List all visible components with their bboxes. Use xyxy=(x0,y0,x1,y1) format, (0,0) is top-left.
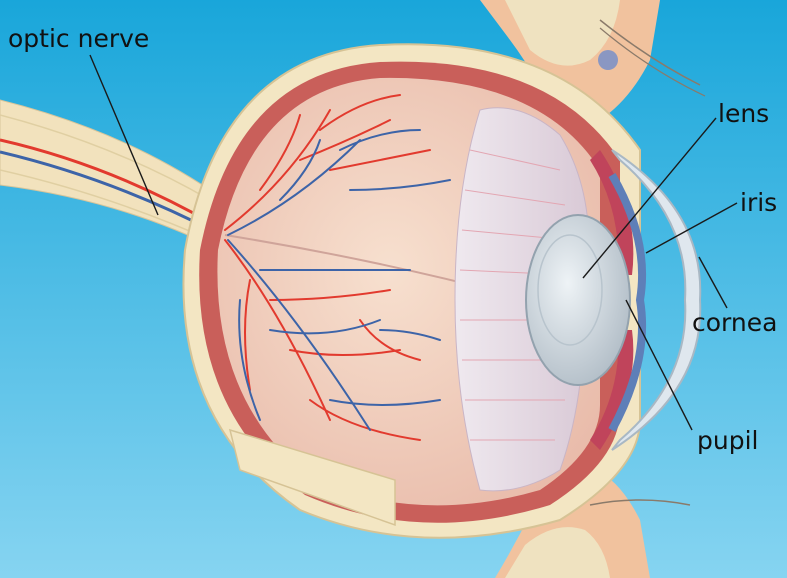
label-optic-nerve: optic nerve xyxy=(8,26,149,51)
label-lens: lens xyxy=(718,101,769,126)
label-cornea: cornea xyxy=(692,310,777,335)
label-iris: iris xyxy=(740,190,777,215)
label-pupil: pupil xyxy=(697,428,758,453)
